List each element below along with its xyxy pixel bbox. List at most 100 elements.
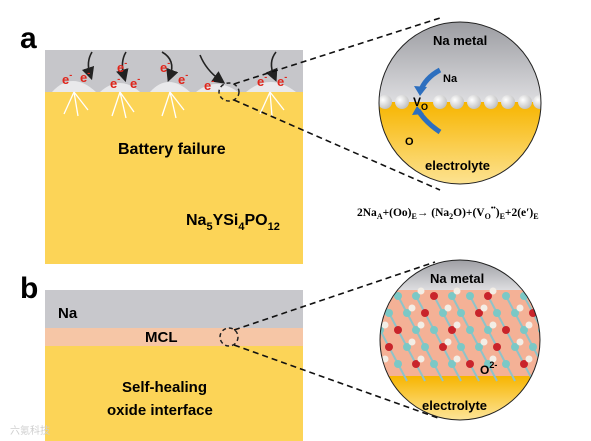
o2-label: O2-	[480, 360, 497, 377]
lattice-na-atom	[525, 355, 533, 363]
healing-line-2: oxide interface	[107, 402, 213, 419]
lattice-na-atom	[444, 338, 452, 346]
na-label-b: Na	[58, 305, 78, 322]
lattice-atom	[493, 309, 501, 317]
lattice-atom	[380, 326, 384, 334]
lattice-atom	[502, 326, 510, 334]
lattice-atom	[466, 292, 474, 300]
leader-b-top	[233, 261, 436, 331]
svg-text:e-: e-	[277, 72, 287, 89]
lattice-atom	[421, 309, 429, 317]
lattice-atom	[475, 309, 483, 317]
lattice-atom	[380, 292, 384, 300]
lattice-atom	[529, 343, 537, 351]
lattice-atom	[403, 309, 411, 317]
lattice-bond	[542, 364, 551, 381]
electron-labels: e- e- e- e- e- e- e- e- e- e-	[62, 58, 287, 93]
svg-text:e-: e-	[80, 68, 90, 85]
lattice-atom	[430, 360, 438, 368]
lattice-na-atom	[489, 287, 497, 295]
lattice-na-atom	[444, 304, 452, 312]
vacancy-label: VO	[413, 95, 428, 112]
o-arrow-head	[412, 106, 424, 115]
electron-paths	[81, 51, 278, 84]
lattice-na-atom	[381, 321, 389, 329]
svg-text:e-: e-	[257, 72, 267, 89]
lattice-atom	[430, 292, 438, 300]
lattice-atom	[538, 292, 540, 300]
lattice-bond	[551, 347, 560, 364]
lattice-atom	[457, 343, 465, 351]
lattice-na-atom	[453, 355, 461, 363]
zoom-a-bottom-label: electrolyte	[425, 158, 490, 173]
lattice-na-atom	[480, 304, 488, 312]
svg-text:e-: e-	[178, 70, 188, 87]
lattice-atom	[439, 309, 447, 317]
na-metal-layer-b	[45, 290, 303, 328]
electrolyte-layer-b	[45, 346, 303, 441]
lattice-atom	[538, 360, 540, 368]
panel-b-label: b	[20, 272, 38, 305]
leader-b-bottom	[233, 344, 439, 419]
electrolyte-layer-a	[45, 92, 303, 264]
lattice-atom	[403, 343, 411, 351]
o-label: O	[405, 136, 414, 148]
lattice-atom	[484, 326, 492, 334]
svg-text:e-: e-	[62, 70, 72, 87]
lattice-atom	[502, 360, 510, 368]
lattice-atom	[448, 360, 456, 368]
lattice-atom	[385, 309, 393, 317]
lattice-atom	[520, 326, 528, 334]
zoom-circle-a-outline	[378, 21, 542, 185]
lattice-na-atom	[408, 338, 416, 346]
leader-a-top	[233, 17, 441, 85]
lattice-na-atom	[417, 355, 425, 363]
zoom-circle-b	[380, 260, 560, 420]
zoom-marker-b	[219, 327, 239, 347]
lattice-atom	[412, 360, 420, 368]
zoom-a-top-label: Na metal	[433, 33, 487, 48]
zoom-marker-a	[218, 82, 240, 102]
panel-a-label: a	[20, 22, 37, 55]
nasicon-formula: Na5YSi4PO12	[186, 212, 280, 233]
lattice-atom	[421, 343, 429, 351]
lattice-atom	[412, 292, 420, 300]
lattice-atom	[547, 343, 555, 351]
mcl-label: MCL	[145, 329, 178, 346]
lattice-atom	[430, 326, 438, 334]
zoom-b-top-label: Na metal	[430, 271, 484, 286]
lattice-atom	[385, 343, 393, 351]
na-label: Na	[443, 73, 458, 85]
dendrites	[52, 81, 296, 92]
lattice-na-atom	[417, 321, 425, 329]
lattice-na-atom	[489, 355, 497, 363]
lattice-bond	[542, 330, 551, 347]
lattice-na-atom	[553, 305, 560, 312]
watermark: 六氪科技	[10, 424, 50, 437]
lattice-atom	[457, 309, 465, 317]
lattice-atom	[520, 360, 528, 368]
leader-a-bottom	[233, 99, 441, 191]
lattice-bond	[542, 296, 551, 313]
lattice-atom	[484, 360, 492, 368]
mcl-lattice	[380, 287, 560, 382]
lattice-na-atom	[381, 287, 389, 295]
lattice-bond	[551, 313, 560, 330]
failure-text: Battery failure	[118, 141, 226, 158]
lattice-atom	[511, 309, 519, 317]
lattice-na-atom	[516, 304, 524, 312]
lattice-na-atom	[480, 338, 488, 346]
zoom-b-bottom-label: electrolyte	[422, 398, 487, 413]
lattice-atom	[448, 292, 456, 300]
zoom-circle-b-outline	[379, 259, 541, 421]
lattice-atom	[502, 292, 510, 300]
lattice-na-atom	[525, 287, 533, 295]
lattice-na-atom	[516, 338, 524, 346]
lattice-atom	[484, 292, 492, 300]
surface-atoms-a	[379, 95, 541, 109]
lattice-atom	[394, 360, 402, 368]
lattice-na-atom	[453, 287, 461, 295]
defect-reaction: 2NaA+(Oo)E→ (Na2O)+(VO••)E+2(e′)E	[357, 204, 539, 221]
lattice-na-atom	[408, 304, 416, 312]
lattice-atom	[439, 343, 447, 351]
